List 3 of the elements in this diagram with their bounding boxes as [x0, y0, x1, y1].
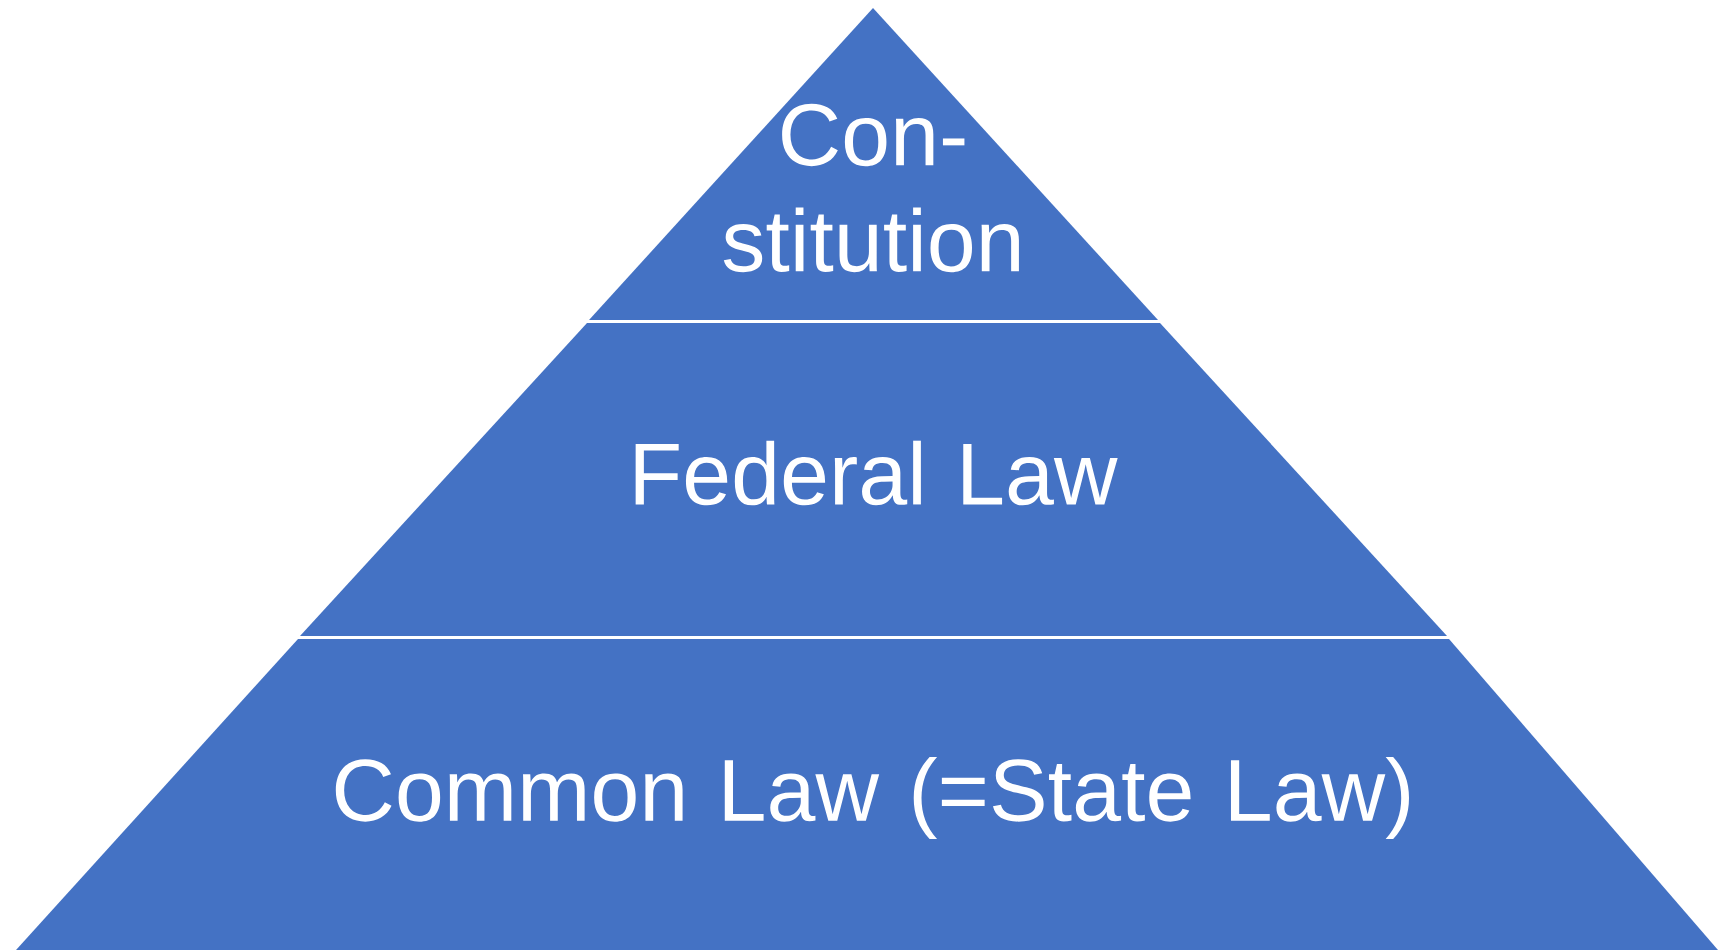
- pyramid-level: Federal Law: [300, 323, 1447, 636]
- pyramid-level: Con- stitution: [589, 8, 1158, 320]
- pyramid-level: Common Law (=State Law): [16, 639, 1718, 950]
